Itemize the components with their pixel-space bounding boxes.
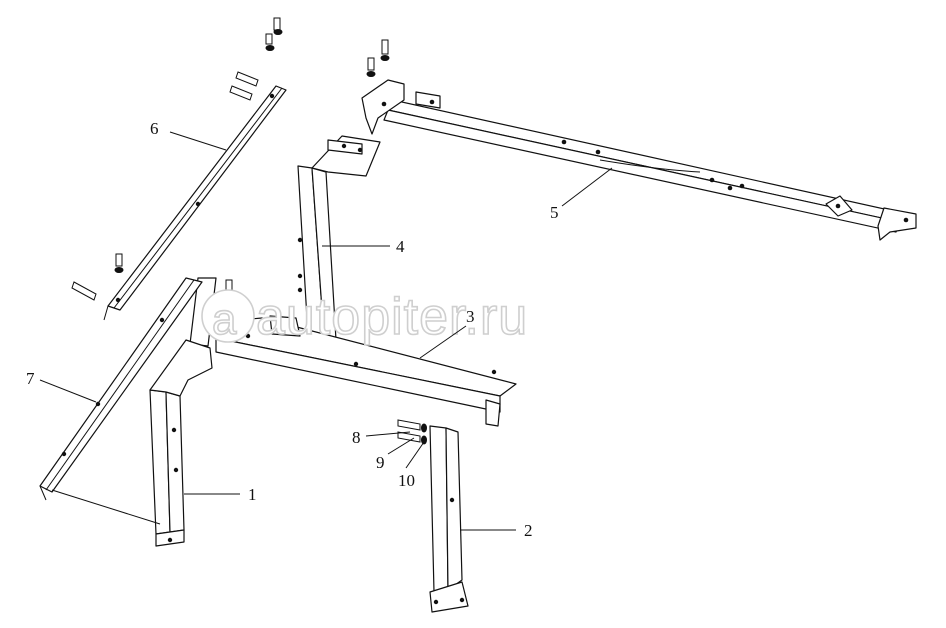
callout-9: 9 bbox=[376, 453, 385, 472]
callout-4: 4 bbox=[396, 237, 405, 256]
callout-3: 3 bbox=[466, 307, 475, 326]
callout-2: 2 bbox=[524, 521, 533, 540]
callout-10: 10 bbox=[398, 471, 415, 490]
part-6-diagonal-brace bbox=[103, 85, 287, 321]
bolt-set-parts-8-9-10 bbox=[397, 419, 427, 445]
part-1-front-leg bbox=[149, 339, 213, 547]
bolt-set-part-6 bbox=[71, 17, 283, 301]
callout-6: 6 bbox=[150, 119, 159, 138]
leader-lines bbox=[39, 131, 613, 531]
part-3-crossbar bbox=[189, 277, 517, 427]
watermark-logo: a bbox=[212, 295, 237, 344]
watermark-text: autopiter.ru bbox=[256, 288, 528, 346]
watermark: a autopiter.ru bbox=[201, 287, 528, 347]
part-7-side-rail bbox=[39, 277, 203, 501]
bolt-set-part-5 bbox=[366, 39, 390, 77]
part-5-upper-rail bbox=[361, 79, 917, 241]
part-2-rear-leg bbox=[429, 425, 469, 613]
callout-8: 8 bbox=[352, 428, 361, 447]
callout-1: 1 bbox=[248, 485, 257, 504]
callout-7: 7 bbox=[26, 369, 35, 388]
callout-labels: 1 2 3 4 5 6 7 8 9 10 bbox=[26, 119, 559, 540]
callout-5: 5 bbox=[550, 203, 559, 222]
